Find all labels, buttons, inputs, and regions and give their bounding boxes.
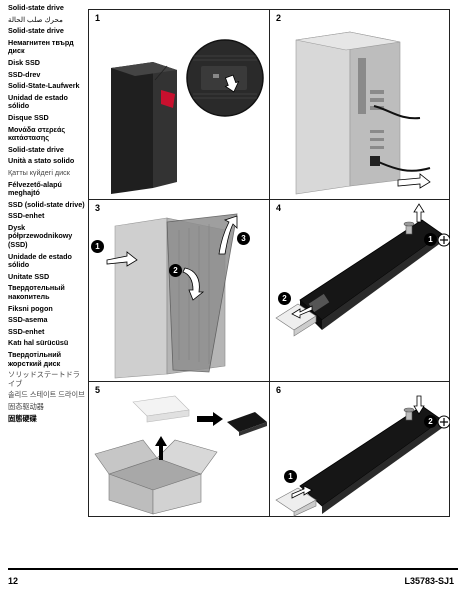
grid-divider [269, 10, 270, 516]
language-label: Немагнитен твърд диск [8, 37, 74, 56]
step-1-panel: 1 [89, 10, 269, 199]
grid-divider [89, 381, 449, 382]
language-label: Félvezető-alapú meghajtó [8, 179, 62, 198]
callout-badge: 2 [169, 264, 182, 277]
language-label: 솔리드 스테이트 드라이브 [8, 390, 85, 400]
language-label: Dysk półprzewodnikowy (SSD) [8, 222, 73, 250]
language-label: Fiksni pogon [8, 303, 53, 313]
language-label: Unità a stato solido [8, 156, 75, 166]
packaging-illustration [94, 395, 267, 515]
language-label: Disk SSD [8, 57, 40, 67]
step-number: 5 [95, 385, 101, 395]
tower-rear-illustration [295, 31, 431, 195]
callout-badge: 1 [284, 470, 297, 483]
step-grid: 1 2 [88, 9, 450, 517]
side-panel-removal-illustration [106, 213, 238, 379]
language-label: Solid-state drive [8, 144, 64, 154]
callout-badge: 3 [237, 232, 250, 245]
step-5-panel: 5 [89, 382, 269, 517]
step-6-panel: 6 2 1 [270, 382, 450, 517]
footer-rule [8, 568, 458, 570]
language-label: Solid-State-Laufwerk [8, 81, 80, 91]
language-label: Solid-state drive [8, 26, 64, 36]
language-label: SSD-asema [8, 315, 48, 325]
tower-front-illustration [111, 39, 264, 194]
step-number: 4 [276, 203, 282, 213]
step-2-panel: 2 [270, 10, 450, 199]
language-label: Unidad de estado sólido [8, 92, 68, 111]
language-label: SSD (solid-state drive) [8, 199, 85, 209]
ssd-install-illustration [275, 395, 450, 517]
language-label: SSD-drev [8, 69, 41, 79]
document-code: L35783-SJ1 [404, 576, 454, 586]
language-label: SSD-enhet [8, 211, 45, 221]
language-label: Μονάδα στερεάς κατάστασης [8, 124, 66, 143]
grid-divider [89, 199, 449, 200]
callout-badge: 1 [424, 233, 437, 246]
step-number: 3 [95, 203, 101, 213]
language-list: Solid-state drive محرك صلب الحالة Solid-… [8, 3, 86, 426]
callout-badge: 2 [278, 292, 291, 305]
step-4-panel: 4 1 2 [270, 200, 450, 381]
language-label: Disque SSD [8, 112, 49, 122]
callout-badge: 2 [424, 415, 437, 428]
language-label: Твердотельный накопитель [8, 283, 65, 302]
language-label: محرك صلب الحالة [8, 14, 63, 24]
page-number: 12 [8, 576, 19, 586]
callout-badge: 1 [91, 240, 104, 253]
language-label: Твердотільний жорсткий диск [8, 350, 62, 368]
language-label: Unidade de estado sólido [8, 251, 72, 270]
step-3-panel: 3 1 2 3 [89, 200, 269, 381]
language-label: 固态驱动器 [8, 401, 44, 411]
step-number: 2 [276, 13, 282, 23]
language-label: Unitate SSD [8, 271, 50, 281]
step-number: 6 [276, 385, 282, 395]
language-label: Katı hal sürücüsü [8, 338, 69, 348]
language-label: SSD-enhet [8, 326, 45, 336]
language-label: 固態硬碟 [8, 413, 37, 423]
language-label: Қатты күйдегі диск [8, 167, 70, 177]
ssd-remove-screw-illustration [275, 203, 450, 337]
language-label: ソリッドステートドライブ [8, 370, 80, 388]
language-label: Solid-state drive [8, 3, 64, 12]
step-number: 1 [95, 13, 101, 23]
